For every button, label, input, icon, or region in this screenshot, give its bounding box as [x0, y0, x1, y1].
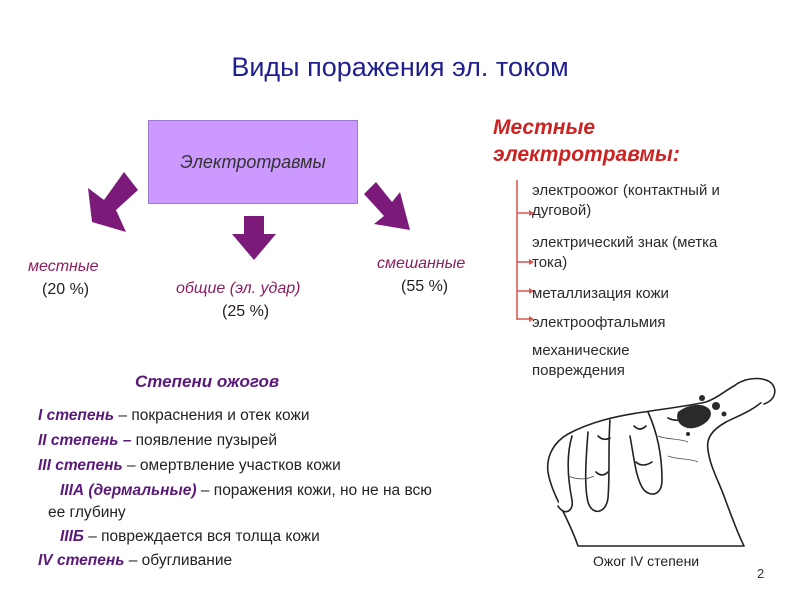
arrow-down-icon — [232, 216, 276, 260]
burn-desc: – обугливание — [124, 552, 233, 569]
list-item: механические повреждения — [532, 341, 787, 381]
list-item-line: повреждения — [532, 362, 625, 379]
local-injuries-heading: Местные электротравмы: — [493, 114, 753, 168]
list-item-line: электрический знак (метка — [532, 234, 718, 251]
burn-desc: ее глубину — [48, 504, 126, 521]
general-pct: (25 %) — [222, 303, 270, 320]
burn-degree: IIIА (дермальные) — [60, 482, 197, 499]
burn-degree: II степень – — [38, 432, 132, 449]
local-injuries-heading-line1: Местные — [493, 116, 596, 139]
burn-degree-line: III степень – омертвление участков кожи — [38, 456, 341, 476]
list-item-line: дуговой) — [532, 202, 592, 219]
arrow-left-icon — [88, 172, 138, 232]
page-title: Виды поражения эл. током — [231, 52, 569, 82]
burned-hand-illustration — [546, 377, 776, 547]
arrow-right-icon — [364, 182, 410, 230]
local-label: местные — [28, 258, 99, 275]
local-injuries-heading-line2: электротравмы: — [493, 143, 680, 166]
list-item-line: металлизация кожи — [532, 285, 669, 302]
burn-degree-line: IIIА (дермальные) – поражения кожи, но н… — [60, 481, 432, 501]
burn-desc: – покраснения и отек кожи — [114, 407, 310, 424]
mixed-label: смешанные — [377, 255, 466, 272]
list-item-line: электроофтальмия — [532, 314, 666, 331]
list-item-line: механические — [532, 342, 630, 359]
burn-degree: IIIБ — [60, 528, 84, 545]
burn-degree: I степень — [38, 407, 115, 424]
burn-desc: – повреждается вся толща кожи — [83, 528, 320, 545]
local-pct: (20 %) — [42, 281, 90, 298]
center-box: Электротравмы — [148, 120, 358, 204]
list-item-line: электроожог (контактный и — [532, 182, 720, 199]
list-item-line: тока) — [532, 254, 568, 271]
burn-degree-line: ее глубину — [48, 503, 126, 523]
burns-heading: Степени ожогов — [135, 372, 280, 391]
mixed-pct: (55 %) — [401, 278, 449, 295]
page-number: 2 — [757, 566, 765, 581]
list-item: металлизация кожи — [532, 284, 787, 304]
burn-degree: III степень — [38, 457, 123, 474]
burn-degree-line: I степень – покраснения и отек кожи — [38, 406, 310, 426]
list-item: электроожог (контактный и дуговой) — [532, 181, 787, 221]
list-item: электроофтальмия — [532, 313, 787, 333]
burn-desc: – омертвление участков кожи — [122, 457, 341, 474]
burn-degree-line: II степень – появление пузырей — [38, 431, 277, 451]
burn-desc: появление пузырей — [131, 432, 278, 449]
burn-degree: IV степень — [38, 552, 125, 569]
list-item: электрический знак (метка тока) — [532, 233, 787, 273]
general-label: общие (эл. удар) — [176, 280, 301, 297]
burn-desc: – поражения кожи, но не на всю — [196, 482, 432, 499]
list-bracket — [516, 180, 534, 322]
image-caption: Ожог IV степени — [593, 553, 700, 569]
burn-degree-line: IIIБ – повреждается вся толща кожи — [60, 527, 320, 547]
burn-degree-line: IV степень – обугливание — [38, 551, 232, 571]
center-box-label: Электротравмы — [180, 151, 326, 172]
